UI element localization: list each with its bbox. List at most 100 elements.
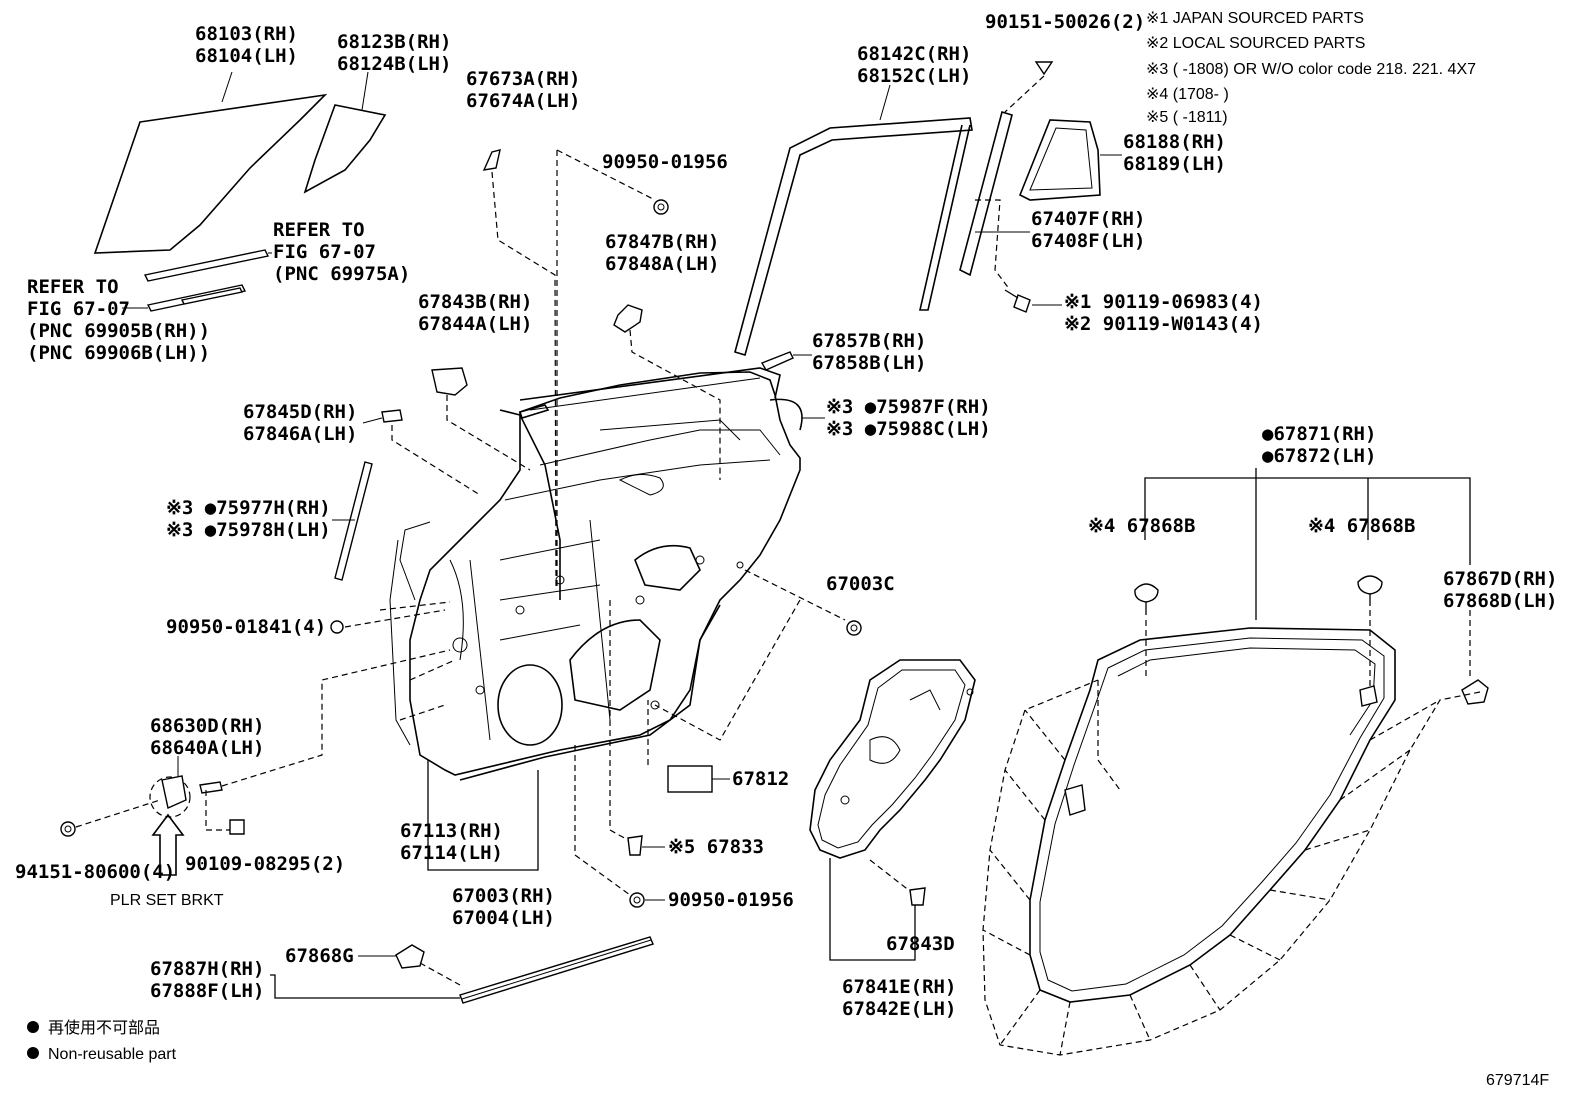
label-67868b-b: ※4 67868B — [1308, 515, 1415, 537]
label-75977h: ※3 ●75977H(RH) — [166, 497, 331, 519]
part-67673a[interactable] — [482, 149, 501, 171]
label-refer-a-3: (PNC 69975A) — [273, 263, 410, 285]
label-68640a: 68640A(LH) — [150, 737, 264, 759]
label-67847b: 67847B(RH) — [605, 231, 719, 253]
note-3: ※3 ( -1808) OR W/O color code 218. 221. … — [1146, 61, 1476, 78]
label-67841e: 67841E(RH) — [842, 976, 956, 998]
label-67674a: 67674A(LH) — [466, 90, 580, 112]
legend: 再使用不可部品 Non-reusable part — [27, 1019, 177, 1063]
label-67003: 67003(RH) — [452, 885, 555, 907]
label-75978h: ※3 ●75978H(LH) — [166, 519, 331, 541]
label-90151: 90151-50026(2) — [985, 11, 1145, 33]
clip-67833[interactable] — [627, 835, 643, 856]
label-68189: 68189(LH) — [1123, 153, 1226, 175]
label-67867d: 67867D(RH) — [1443, 568, 1557, 590]
part-67857b[interactable] — [760, 351, 794, 371]
label-67114: 67114(LH) — [400, 842, 503, 864]
label-67812: 67812 — [732, 768, 789, 790]
clip-67868b-a[interactable] — [1134, 583, 1159, 615]
part-67845d[interactable] — [381, 409, 403, 423]
part-75987f[interactable] — [769, 398, 803, 431]
label-75987f: ※3 ●75987F(RH) — [826, 396, 991, 418]
label-plr-set-brkt: PLR SET BRKT — [110, 892, 224, 909]
note-4: ※4 (1708- ) — [1146, 86, 1229, 103]
label-68188: 68188(RH) — [1123, 131, 1226, 153]
part-68142c-run[interactable] — [734, 117, 973, 357]
label-refer-b-3: (PNC 69905B(RH)) — [27, 320, 210, 342]
service-hole-cover-67841e[interactable] — [809, 659, 976, 859]
note-1: ※1 JAPAN SOURCED PARTS — [1146, 10, 1364, 27]
label-68123b: 68123B(RH) — [337, 31, 451, 53]
legend-jp: 再使用不可部品 — [48, 1019, 160, 1037]
clip-67867d[interactable] — [1461, 679, 1489, 705]
label-68103: 68103(RH) — [195, 23, 298, 45]
label-refer-b-1: REFER TO — [27, 276, 119, 298]
door-weatherstrip-67871[interactable] — [1029, 627, 1396, 1003]
label-67868g: 67868G — [285, 945, 354, 967]
grommet-90950-01841[interactable] — [330, 620, 344, 634]
label-68142c: 68142C(RH) — [857, 43, 971, 65]
clip-67843d[interactable] — [909, 887, 926, 906]
part-67847b[interactable] — [613, 304, 643, 333]
label-90109: 90109-08295(2) — [185, 853, 345, 875]
label-67843b: 67843B(RH) — [418, 291, 532, 313]
label-68124b: 68124B(LH) — [337, 53, 451, 75]
label-67845d: 67845D(RH) — [243, 401, 357, 423]
label-68104: 68104(LH) — [195, 45, 298, 67]
label-90950-top: 90950-01956 — [602, 151, 728, 173]
outer-belt-strips — [143, 249, 272, 312]
label-67888f: 67888F(LH) — [150, 980, 264, 1002]
label-refer-a-1: REFER TO — [273, 219, 365, 241]
label-67408f: 67408F(LH) — [1031, 230, 1145, 252]
label-90950-bottom: 90950-01956 — [668, 889, 794, 911]
bullet-icon — [27, 1047, 39, 1059]
bullet-icon — [27, 1021, 39, 1033]
label-68630d: 68630D(RH) — [150, 715, 264, 737]
label-67872: ●67872(LH) — [1262, 445, 1376, 467]
label-67842e: 67842E(LH) — [842, 998, 956, 1020]
grommet-67003c[interactable] — [846, 620, 862, 636]
part-75977h[interactable] — [334, 461, 373, 581]
screw-90151[interactable] — [1034, 61, 1054, 76]
label-67848a: 67848A(LH) — [605, 253, 719, 275]
label-67113: 67113(RH) — [400, 820, 503, 842]
grommet-90950-bottom[interactable] — [629, 892, 645, 908]
label-67843d: 67843D — [886, 933, 955, 955]
label-67844a: 67844A(LH) — [418, 313, 532, 335]
bracket-68630d[interactable] — [149, 775, 223, 818]
notes-block: ※1 JAPAN SOURCED PARTS ※2 LOCAL SOURCED … — [1146, 10, 1476, 126]
label-67673a: 67673A(RH) — [466, 68, 580, 90]
grommet-90950-top[interactable] — [653, 199, 669, 215]
part-68188-quarter-glass[interactable] — [1018, 119, 1101, 201]
label-67846a: 67846A(LH) — [243, 423, 357, 445]
clip-67868b-b[interactable] — [1357, 575, 1383, 606]
label-refer-b-4: (PNC 69906B(LH)) — [27, 342, 210, 364]
bolt-90119[interactable] — [1004, 289, 1031, 313]
label-67857b: 67857B(RH) — [812, 330, 926, 352]
part-67407f-division-bar[interactable] — [959, 110, 1013, 277]
legend-en: Non-reusable part — [48, 1046, 177, 1063]
part-67843b[interactable] — [431, 367, 468, 396]
door-glass-part[interactable] — [93, 71, 387, 254]
label-90950-01841: 90950-01841(4) — [166, 616, 326, 638]
label-67871: ●67871(RH) — [1262, 423, 1376, 445]
label-75988c: ※3 ●75988C(LH) — [826, 418, 991, 440]
door-panel-67003[interactable] — [389, 367, 801, 781]
pad-67812[interactable] — [667, 765, 713, 793]
label-90119-2: ※2 90119-W0143(4) — [1064, 313, 1263, 335]
arrow-up-icon — [151, 813, 185, 876]
nut-94151[interactable] — [60, 821, 76, 837]
clip-67868g[interactable] — [395, 944, 425, 969]
label-67407f: 67407F(RH) — [1031, 208, 1145, 230]
note-2: ※2 LOCAL SOURCED PARTS — [1146, 35, 1365, 52]
label-67858b: 67858B(LH) — [812, 352, 926, 374]
label-67004: 67004(LH) — [452, 907, 555, 929]
label-67868b-a: ※4 67868B — [1088, 515, 1195, 537]
bolt-90109[interactable] — [229, 819, 245, 835]
label-refer-b-2: FIG 67-07 — [27, 298, 130, 320]
figure-id: 679714F — [1486, 1072, 1549, 1089]
label-94151: 94151-80600(4) — [15, 861, 175, 883]
label-67833: ※5 67833 — [668, 836, 764, 858]
note-5: ※5 ( -1811) — [1146, 109, 1228, 126]
